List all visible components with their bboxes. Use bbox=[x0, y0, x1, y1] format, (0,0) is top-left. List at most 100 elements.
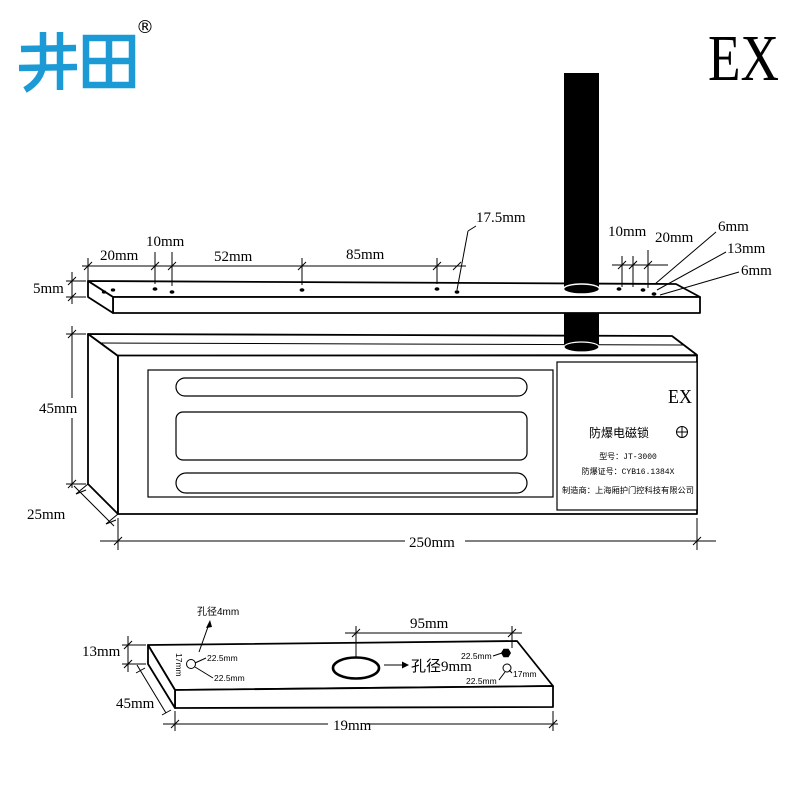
cable-conduit-upper bbox=[564, 73, 599, 289]
leader-line bbox=[498, 671, 506, 681]
dimension-tick bbox=[105, 519, 117, 525]
arrowhead-icon bbox=[206, 620, 212, 628]
leader-line bbox=[492, 652, 503, 657]
dim-label-right-a: 10mm bbox=[608, 224, 647, 240]
plate-hole bbox=[651, 292, 657, 296]
dimension-tick bbox=[643, 260, 653, 270]
extension-line bbox=[75, 483, 89, 495]
bracket-large-hole bbox=[331, 656, 381, 680]
logo-stroke-v1 bbox=[23, 32, 47, 93]
dimension-tick bbox=[617, 260, 627, 270]
dim-label-bracket-thickness: 13mm bbox=[82, 644, 121, 660]
lock-body-dimensions: 45mm 25mm 250mm bbox=[27, 326, 716, 551]
leader-line bbox=[194, 657, 207, 664]
mounting-bracket bbox=[147, 640, 554, 709]
dim-label-span-b: 85mm bbox=[346, 247, 385, 263]
extension-line bbox=[105, 513, 119, 525]
armature-plate-dimensions: 20mm 10mm 52mm 85mm 17.5mm 10mm 20mm 6mm… bbox=[33, 210, 772, 304]
logo-mark bbox=[18, 32, 136, 93]
dimension-tick bbox=[123, 640, 133, 650]
nameplate-frame bbox=[556, 361, 698, 511]
logo-stroke-h2 bbox=[18, 63, 78, 72]
leader-line bbox=[508, 669, 513, 674]
dimension-tick bbox=[351, 628, 361, 638]
ground-symbol-icon bbox=[676, 426, 688, 438]
dimension-tick bbox=[83, 261, 93, 271]
label-right-offset-bottom: 22.5mm bbox=[466, 676, 497, 686]
lock-body-left-face bbox=[87, 333, 119, 515]
dimension-tick bbox=[167, 261, 177, 271]
label-left-offset-bottom: 22.5mm bbox=[214, 673, 245, 683]
plate-hole bbox=[110, 288, 116, 292]
dimension-tick bbox=[548, 719, 558, 729]
dimension-tick bbox=[135, 667, 146, 674]
dimension-tick bbox=[75, 489, 87, 495]
nameplate-ex: EX bbox=[668, 386, 692, 408]
dim-label-left-b: 10mm bbox=[146, 234, 185, 250]
brand-logo: ® bbox=[18, 17, 154, 93]
logo-stroke-h1 bbox=[20, 44, 77, 53]
dimension-line bbox=[136, 664, 167, 714]
armature-plate bbox=[87, 280, 701, 314]
nameplate-manufacturer: 制造商：上海厢护门控科技有限公司 bbox=[562, 485, 694, 496]
leader-line bbox=[654, 231, 717, 285]
dimension-tick bbox=[452, 261, 462, 271]
leader-line bbox=[467, 225, 477, 232]
bracket-small-hole-left bbox=[186, 659, 196, 669]
dim-label-body-height: 45mm bbox=[39, 401, 78, 417]
magnet-core-slot-middle bbox=[175, 411, 528, 461]
arrowhead-icon bbox=[402, 661, 409, 669]
plate-hole bbox=[640, 288, 646, 292]
dimension-tick bbox=[67, 479, 77, 489]
dimension-tick bbox=[432, 261, 442, 271]
cable-conduit-base bbox=[563, 341, 600, 353]
plate-hole bbox=[299, 288, 305, 292]
dim-label-right-c: 6mm bbox=[718, 219, 749, 235]
ex-mark: EX bbox=[708, 22, 779, 95]
dim-label-hole-spacing: 95mm bbox=[410, 616, 449, 632]
cable-conduit-lower bbox=[564, 308, 599, 348]
dim-label-left-a: 20mm bbox=[100, 248, 139, 264]
armature-plate-front-face bbox=[112, 296, 701, 314]
plate-hole bbox=[434, 287, 440, 291]
leader-line bbox=[194, 666, 214, 679]
nameplate-certificate: 防爆证号：CYB16.1384X bbox=[582, 466, 675, 477]
cable-conduit-plate-hole bbox=[562, 283, 601, 295]
bracket-front-face bbox=[174, 685, 554, 709]
bracket-nut-right bbox=[501, 648, 511, 658]
bracket-end-face bbox=[147, 644, 176, 709]
leader-line bbox=[656, 251, 727, 291]
label-small-hole: 孔径4mm bbox=[197, 605, 239, 618]
dimension-tick bbox=[67, 329, 77, 339]
magnet-core-slot-top bbox=[175, 377, 528, 397]
dim-label-body-depth: 25mm bbox=[27, 507, 66, 523]
label-right-edge: 17mm bbox=[513, 669, 537, 679]
registered-mark: ® bbox=[136, 17, 154, 38]
dimension-tick bbox=[67, 292, 77, 302]
nameplate: EX 防爆电磁锁 型号：JT-3000 防爆证号：CYB16.1384X 制造商… bbox=[556, 361, 698, 511]
mounting-bracket-dimensions: 13mm 45mm 19mm 95mm 孔径4mm 17mm 22.5mm 22… bbox=[82, 605, 558, 734]
dim-label-center-offset: 17.5mm bbox=[476, 210, 526, 226]
leader-arrow bbox=[198, 623, 210, 653]
dim-label-plate-thickness: 5mm bbox=[33, 281, 64, 297]
plate-hole bbox=[101, 290, 107, 294]
dimension-tick bbox=[170, 719, 180, 729]
dim-label-body-length: 250mm bbox=[409, 535, 455, 551]
dimension-tick bbox=[113, 536, 123, 546]
leader-line bbox=[456, 230, 469, 291]
lock-body: EX 防爆电磁锁 型号：JT-3000 防爆证号：CYB16.1384X 制造商… bbox=[87, 333, 698, 515]
dimension-tick bbox=[507, 628, 517, 638]
plate-hole bbox=[616, 287, 622, 291]
dim-label-right-b: 20mm bbox=[655, 230, 694, 246]
leader-line bbox=[659, 271, 740, 296]
nameplate-product-name: 防爆电磁锁 bbox=[589, 425, 649, 440]
plate-hole bbox=[454, 290, 460, 294]
plate-hole bbox=[152, 287, 158, 291]
dimension-tick bbox=[692, 536, 702, 546]
label-left-edge: 17mm bbox=[174, 653, 184, 677]
label-large-hole: 孔径9mm bbox=[411, 658, 472, 675]
dim-label-right-e: 6mm bbox=[741, 263, 772, 279]
dimension-tick bbox=[150, 261, 160, 271]
dim-label-span-a: 52mm bbox=[214, 249, 253, 265]
